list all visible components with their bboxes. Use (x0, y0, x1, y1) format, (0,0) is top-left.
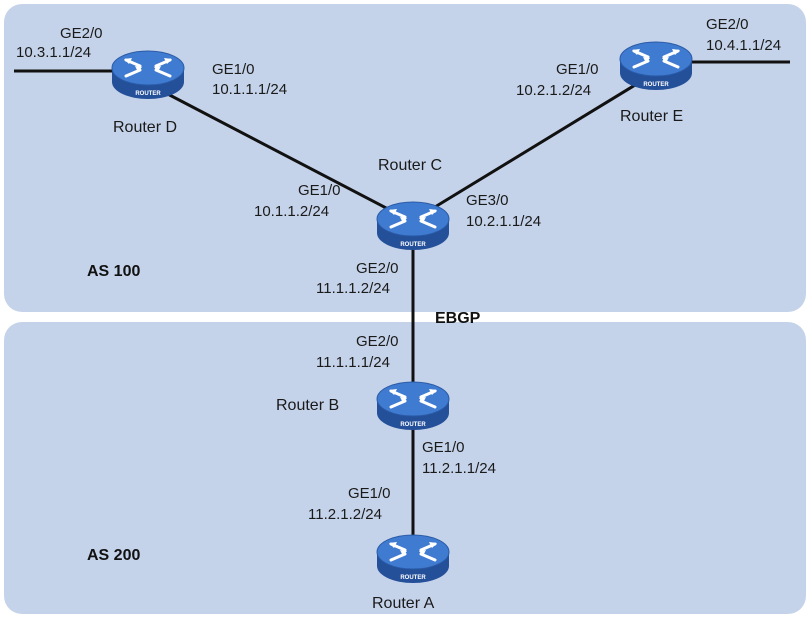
router-c[interactable]: ROUTER (375, 200, 451, 252)
as200-label: AS 200 (87, 547, 140, 564)
b-ge1-ip: 11.2.1.1/24 (422, 460, 496, 477)
router-d-icon-text: ROUTER (135, 91, 161, 97)
c-ge1-ip: 10.1.1.2/24 (254, 203, 329, 220)
e-ge1-port: GE1/0 (556, 61, 599, 78)
e-ge2-port: GE2/0 (706, 16, 749, 33)
router-a-icon-text: ROUTER (400, 575, 426, 581)
as200-area (4, 322, 806, 614)
router-e-icon-text: ROUTER (643, 82, 669, 88)
ebgp-label: EBGP (435, 310, 481, 327)
router-a-name: Router A (372, 595, 435, 612)
d-ge2-port: GE2/0 (60, 25, 103, 42)
router-d[interactable]: ROUTER (110, 49, 186, 101)
link-c-e (429, 80, 641, 212)
router-a[interactable]: ROUTER (375, 533, 451, 585)
b-ge2-ip: 11.1.1.1/24 (316, 354, 390, 371)
router-c-icon-text: ROUTER (400, 242, 426, 248)
c-ge2-ip: 11.1.1.2/24 (316, 280, 390, 297)
d-ge1-port: GE1/0 (212, 61, 255, 78)
router-e-name: Router E (620, 108, 683, 125)
as100-label: AS 100 (87, 263, 140, 280)
c-ge2-port: GE2/0 (356, 260, 399, 277)
link-d-c (159, 88, 391, 212)
c-ge1-port: GE1/0 (298, 182, 341, 199)
router-d-name: Router D (113, 119, 177, 136)
e-ge2-ip: 10.4.1.1/24 (706, 37, 781, 54)
a-ge1-port: GE1/0 (348, 485, 391, 502)
router-b-name: Router B (276, 397, 339, 414)
router-e[interactable]: ROUTER (618, 40, 694, 92)
d-ge2-ip: 10.3.1.1/24 (16, 44, 91, 61)
a-ge1-ip: 11.2.1.2/24 (308, 506, 382, 523)
b-ge2-port: GE2/0 (356, 333, 399, 350)
as100-area (4, 4, 806, 312)
router-b-icon-text: ROUTER (400, 422, 426, 428)
d-ge1-ip: 10.1.1.1/24 (212, 81, 287, 98)
router-b[interactable]: ROUTER (375, 380, 451, 432)
c-ge3-port: GE3/0 (466, 192, 509, 209)
c-ge3-ip: 10.2.1.1/24 (466, 213, 541, 230)
router-c-name: Router C (378, 157, 442, 174)
e-ge1-ip: 10.2.1.2/24 (516, 82, 591, 99)
b-ge1-port: GE1/0 (422, 439, 465, 456)
